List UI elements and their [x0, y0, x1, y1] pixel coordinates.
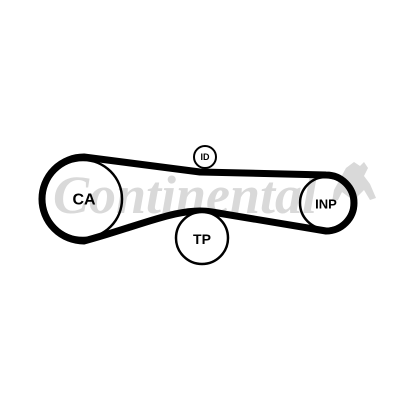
- pulley-tp-label: TP: [193, 231, 211, 247]
- pulley-ca: CA: [42, 158, 124, 240]
- pulley-id-label: ID: [201, 152, 211, 162]
- timing-belt: [38, 153, 358, 245]
- pulley-id: ID: [193, 145, 217, 169]
- pulley-tp-circle: [174, 210, 230, 266]
- horse-logo-icon: [332, 162, 376, 212]
- pulley-tp: TP: [174, 210, 230, 266]
- pulley-ca-circle: [42, 158, 124, 240]
- pulley-id-circle: [193, 145, 217, 169]
- pulley-inp: INP: [298, 175, 354, 231]
- belt-outline: [38, 153, 358, 245]
- pulley-inp-circle: [298, 175, 354, 231]
- pulley-ca-label: CA: [72, 192, 96, 209]
- pulley-inp-label: INP: [315, 197, 337, 212]
